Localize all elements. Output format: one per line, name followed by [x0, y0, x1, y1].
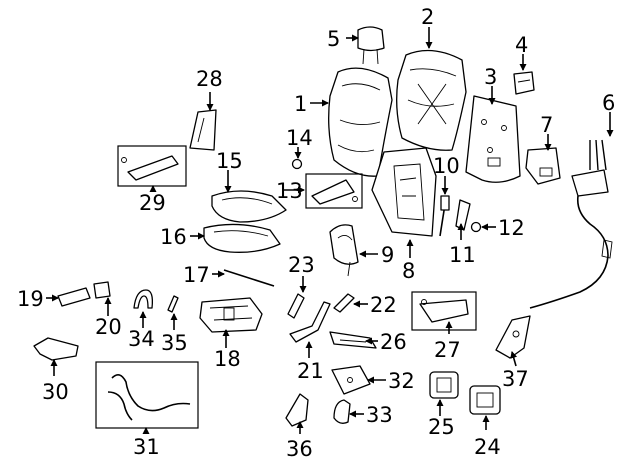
clip-part-34: [133, 289, 154, 309]
callout-29: 29: [139, 191, 166, 215]
switch-part-24: [469, 385, 501, 415]
panel-part-13: [311, 179, 358, 205]
lever-part-11: [455, 199, 471, 231]
callout-33: 33: [366, 403, 393, 427]
callout-8: 8: [402, 259, 415, 283]
trim-box-27: [411, 291, 477, 331]
handle-part-21: [289, 301, 331, 343]
callout-37: 37: [502, 367, 529, 391]
callout-20: 20: [95, 315, 122, 339]
callout-30: 30: [42, 380, 69, 404]
trim-part-27: [419, 299, 469, 323]
callout-18: 18: [214, 347, 241, 371]
panel-box-13: [305, 173, 363, 209]
cable-part-31: [107, 374, 191, 421]
switch-part-25: [429, 371, 459, 399]
callout-15: 15: [216, 149, 243, 173]
cushion-cover-part: [211, 190, 287, 223]
button-part-14: [291, 158, 303, 170]
rod-part-10: [439, 195, 450, 237]
callout-14: 14: [286, 126, 313, 150]
cable-assembly-part: [529, 139, 613, 309]
strip-part-35: [167, 295, 179, 313]
bracket-part-32: [331, 365, 371, 395]
seat-back-frame-part: [371, 147, 437, 237]
cable-box-31: [95, 361, 199, 429]
callout-labels: 1 2 3 4 5 6 7 8 9 10 11 12 13 14 15 16 1…: [17, 5, 615, 461]
recliner-part: [329, 224, 359, 277]
bracket-part-20: [93, 281, 111, 299]
headrest-part: [357, 26, 385, 65]
callout-36: 36: [286, 437, 313, 461]
callout-1: 1: [294, 92, 307, 116]
strip-part-22: [333, 293, 355, 313]
trim-part-28: [189, 109, 217, 151]
callout-23: 23: [288, 253, 315, 277]
callout-11: 11: [449, 243, 476, 267]
callout-34: 34: [128, 327, 155, 351]
link-part-26: [329, 331, 377, 349]
seat-base-part: [199, 297, 263, 333]
clip-part-33: [333, 399, 351, 424]
callout-21: 21: [297, 359, 324, 383]
callout-12: 12: [498, 216, 525, 240]
leader-lines: [46, 27, 614, 434]
callout-2: 2: [421, 5, 434, 29]
callout-3: 3: [484, 65, 497, 89]
bracket-part-7: [525, 147, 561, 185]
callout-26: 26: [380, 330, 407, 354]
housing-part-37: [495, 315, 531, 359]
pad-part-19: [57, 287, 91, 307]
nut-part-12: [470, 221, 482, 233]
callout-17: 17: [183, 263, 210, 287]
callout-19: 19: [17, 287, 44, 311]
callout-7: 7: [540, 113, 553, 137]
callout-24: 24: [474, 435, 501, 459]
cushion-pad-part: [203, 223, 281, 253]
callout-35: 35: [161, 331, 188, 355]
foot-part-30: [33, 337, 79, 361]
callout-10: 10: [433, 154, 460, 178]
seat-back-pad-part: [396, 49, 467, 151]
callout-4: 4: [515, 33, 528, 57]
callout-13: 13: [276, 179, 303, 203]
clip-part-4: [513, 71, 535, 95]
back-panel-part: [465, 95, 521, 183]
rod-part-17: [223, 269, 275, 287]
bracket-part-36: [285, 393, 309, 427]
lever-part-23: [287, 293, 305, 319]
callout-16: 16: [160, 225, 187, 249]
callout-32: 32: [388, 369, 415, 393]
callout-6: 6: [602, 91, 615, 115]
callout-27: 27: [434, 338, 461, 362]
trim-part-29: [121, 155, 179, 181]
callout-28: 28: [196, 67, 223, 91]
callout-31: 31: [133, 435, 160, 459]
callout-5: 5: [327, 27, 340, 51]
callout-9: 9: [381, 243, 394, 267]
callout-25: 25: [428, 415, 455, 439]
callout-22: 22: [370, 293, 397, 317]
